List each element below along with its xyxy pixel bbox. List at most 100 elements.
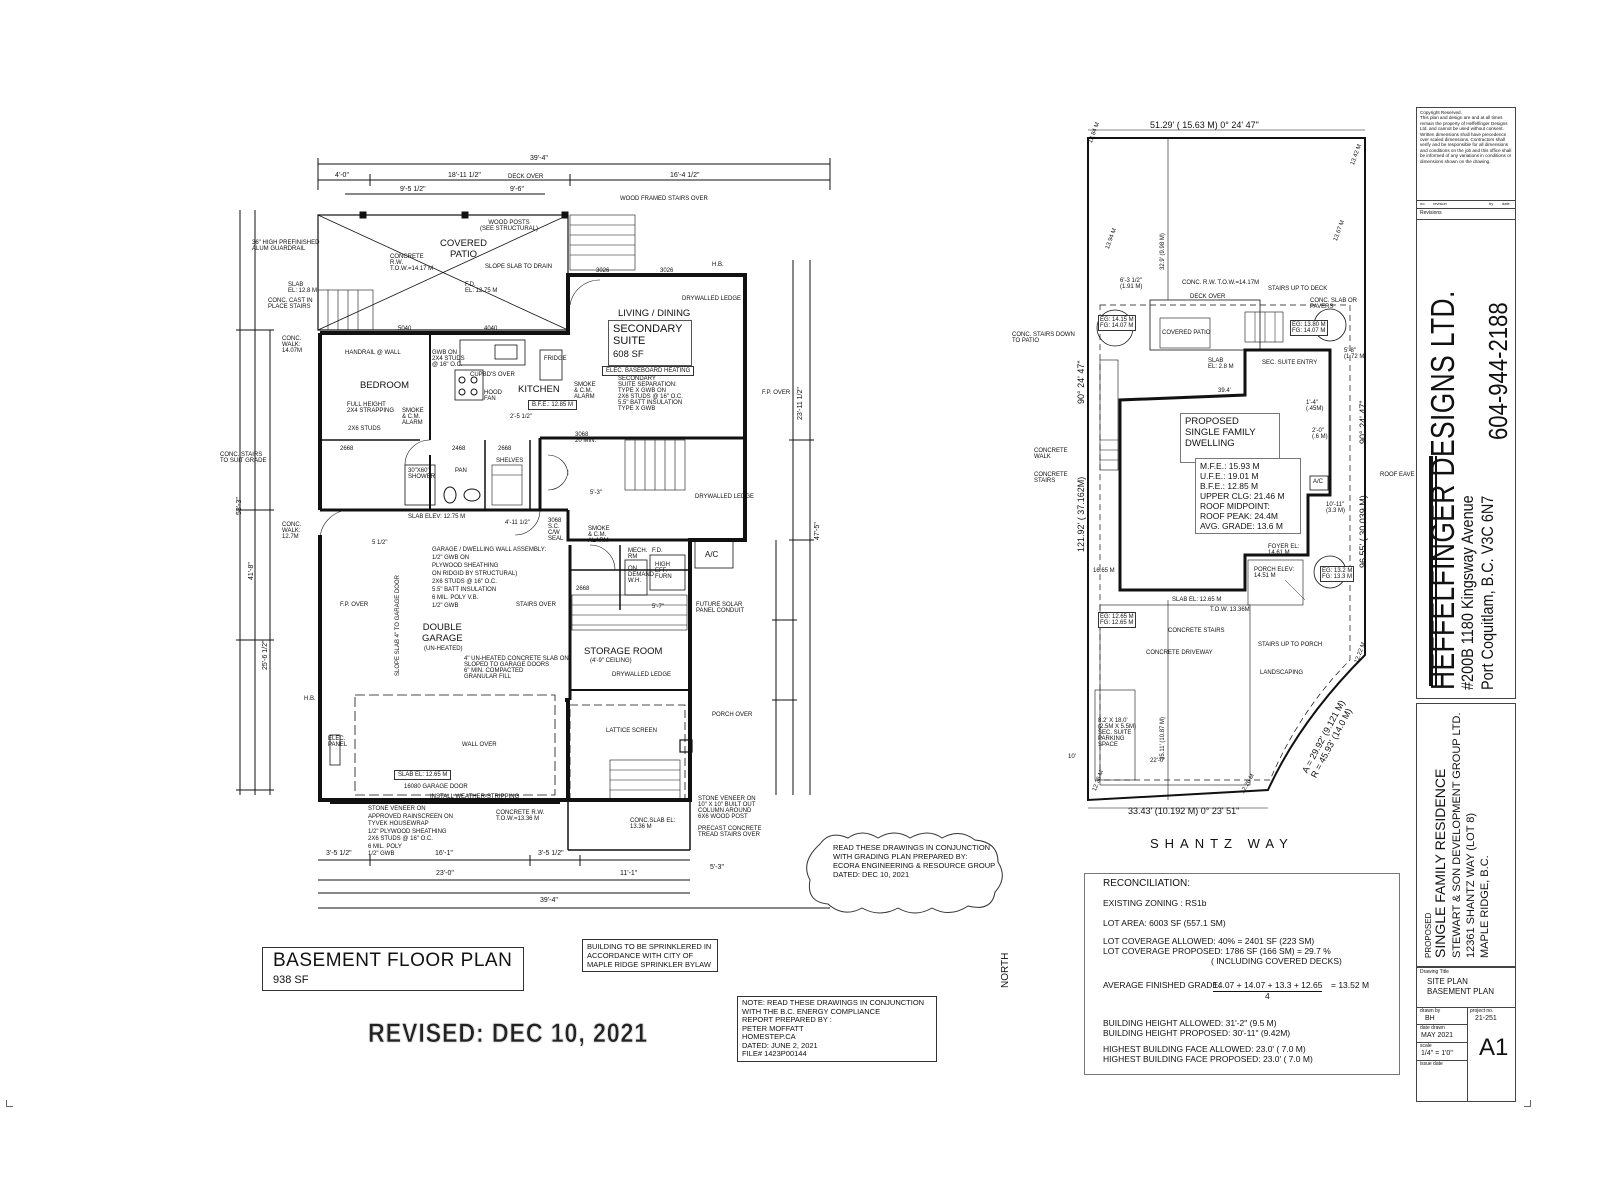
label-fp-over-right: F.P. OVER [762, 390, 791, 396]
recon-coverage-allowed: LOT COVERAGE ALLOWED: 40% = 2401 SF (223… [1103, 936, 1315, 946]
revised-stamp: REVISED: DEC 10, 2021 [368, 1018, 649, 1049]
label-unheated: (UN-HEATED) [424, 646, 463, 652]
door-5040: 5040 [398, 326, 412, 332]
site-sec-entry: SEC. SUITE ENTRY [1262, 360, 1318, 366]
label-handrail: HANDRAIL @ WALL [345, 350, 401, 356]
label-suite-separation: SECONDARY SUITE SEPARATION: TYPE X GWB O… [618, 376, 683, 412]
site-right-bearing: 90° 24' 47" [1358, 400, 1368, 444]
door-3026-right: 3026 [660, 268, 674, 274]
door-3026-left: 3026 [596, 268, 610, 274]
label-unheated-slab: 4" UN-HEATED CONCRETE SLAB ON SLOPED TO … [464, 656, 569, 680]
label-bfe: B.F.E.: 12.85 M [528, 400, 578, 410]
rev-no: no. [1420, 201, 1426, 206]
label-hose-bib-left: H.B. [304, 696, 316, 702]
grading-note: READ THESE DRAWINGS IN CONJUNCTION WITH … [833, 843, 996, 879]
label-drywalled-ledge-mid: DRYWALLED LEDGE [695, 494, 755, 500]
site-deck-over: DECK OVER [1190, 294, 1226, 300]
site-porch: PORCH ELEV: 14.51 M [1254, 567, 1295, 579]
scale-value: 1/4" = 1'0" [1421, 1050, 1453, 1057]
eg-bl: EG: 12.65 M FG: 12.65 M [1098, 612, 1136, 628]
label-stone-right: STONE VENEER ON 10" X 10" BUILT OUT COLU… [698, 796, 756, 820]
site-dim-20: 2'-0" (.6 M) [1312, 428, 1328, 440]
label-fp-over-left: F.P. OVER [340, 602, 369, 608]
dim-bot-b: 16'-1" [435, 850, 453, 857]
recon-zoning: EXISTING ZONING : RS1b [1103, 898, 1207, 908]
label-shelves: SHELVES [496, 458, 524, 464]
site-landscaping: LANDSCAPING [1260, 670, 1304, 676]
dim-top-a: 4'-0" [335, 172, 349, 179]
label-fd-small: F.D. [652, 548, 663, 554]
dim-overall-top: 39'-4" [530, 155, 548, 162]
plan-area: 938 SF [273, 974, 309, 986]
room-bedroom: BEDROOM [360, 380, 410, 391]
label-wood-stairs: WOOD FRAMED STAIRS OVER [620, 196, 708, 202]
site-foyer: FOYER EL: 14.61 M [1268, 544, 1300, 556]
plan-title-box: BASEMENT FLOOR PLAN 938 SF [262, 947, 524, 991]
reconciliation-box: RECONCILIATION: EXISTING ZONING : RS1b L… [1084, 873, 1400, 1075]
label-fridge: FRIDGE [544, 356, 567, 362]
label-smoke-garage: SMOKE & C.M. ALARM [588, 526, 610, 544]
copyright-text: Copyright Reserved. This plan and design… [1420, 110, 1512, 164]
room-ac: A/C [705, 550, 719, 559]
site-ac: A/C [1313, 479, 1324, 485]
recon-lot-area: LOT AREA: 6003 SF (557.1 SM) [1103, 918, 1226, 928]
scale-label: scale [1420, 1043, 1432, 1049]
dim-2-5: 2'-5 1/2" [510, 414, 532, 420]
label-deck-over: DECK OVER [508, 174, 544, 180]
dim-bot-c: 3'-5 1/2" [538, 850, 564, 857]
room-living-dining: LIVING / DINING [618, 308, 691, 319]
label-20-min-door: 3068 20 MIN. [575, 432, 597, 444]
site-left-dim: 121.92' ( 37.162M) [1076, 476, 1086, 552]
site-bottom-dim: 33.43' (10.192 M) 0° 23' 51" [1128, 806, 1240, 816]
label-concrete-rw: CONCRETE R.W. T.O.W.=14.17 M [390, 254, 434, 272]
project-no: 21-251 [1475, 1015, 1497, 1022]
recon-title: RECONCILIATION: [1103, 878, 1191, 889]
recon-face-allowed: HIGHEST BUILDING FACE ALLOWED: 23.0' ( 7… [1103, 1044, 1306, 1054]
project-address: 12361 SHANTZ WAY (LOT 8) [1465, 812, 1477, 958]
basement-floor-plan-drawing [236, 158, 831, 909]
proposed-dwelling: PROPOSED SINGLE FAMILY DWELLING [1180, 413, 1280, 463]
company-box [1416, 219, 1516, 699]
label-pan: PAN [455, 468, 467, 474]
label-smoke-kitchen: SMOKE & C.M. ALARM [574, 382, 596, 400]
room-covered-patio: COVERED PATIO [440, 238, 487, 260]
label-garage-door: 16080 GARAGE DOOR [404, 784, 468, 790]
door-2668-shelves: 2668 [498, 446, 512, 452]
site-setback-top: 32.9' (9.98 M) [1160, 233, 1166, 270]
door-2668-bedroom: 2668 [340, 446, 354, 452]
label-future-solar: FUTURE SOLAR PANEL CONDUIT [696, 602, 745, 614]
label-2x6-studs: 2X6 STUDS [348, 426, 381, 432]
door-2868: 2668 [576, 586, 590, 592]
site-dim-22: 22'-0" [1150, 758, 1166, 764]
dim-bot-f: 5'-3" [710, 864, 724, 871]
site-dim-1011: 10'-11" (3.3 M) [1326, 502, 1346, 514]
site-covered-patio: COVERED PATIO [1162, 330, 1211, 336]
issue-date-label: issue date [1420, 1061, 1443, 1067]
company-city: Port Coquitlam, B.C. V3C 6N7 [1478, 495, 1497, 690]
plan-title: BASEMENT FLOOR PLAN [273, 950, 513, 971]
label-conc-walk-top: CONC. WALK: 14.07M [282, 336, 303, 354]
label-garage-assembly: GARAGE / DWELLING WALL ASSEMBLY: 1/2" GW… [432, 547, 547, 609]
copyright-box: Copyright Reserved. This plan and design… [1416, 107, 1516, 221]
site-setback-bottom: 35.11' (10.87 M) [1160, 716, 1166, 760]
room-storage: STORAGE ROOM [584, 646, 663, 657]
label-slope-slab: SLOPE SLAB TO DRAIN [485, 264, 553, 270]
dim-overall-bottom: 39'-4" [540, 897, 558, 904]
site-dim-56: 5'-8" (1.72 M) [1344, 348, 1367, 360]
company-name: HEFFELFINGER DESIGNS LTD. [1424, 290, 1461, 690]
site-stairs-up-deck: STAIRS UP TO DECK [1268, 286, 1328, 292]
recon-grade-label: AVERAGE FINISHED GRADE: [1103, 980, 1221, 990]
drawn-by-label: drawn by [1420, 1008, 1441, 1014]
rev-by: by [1489, 201, 1494, 206]
dim-5-1: 5 1/2" [372, 540, 388, 546]
label-hose-bib-top: H.B. [712, 262, 724, 268]
el-1665: 16.65 M [1093, 568, 1115, 574]
room-secondary-area: 608 SF [613, 349, 644, 360]
label-guardrail: 36" HIGH PREFINISHED ALUM GUARDRAIL [252, 240, 320, 252]
dim-5-3-stair: 5'-3" [590, 490, 602, 496]
recon-grade-denominator: 4 [1265, 991, 1270, 1001]
label-weather-strip: INSTALL WEATHER-STRIPPING AROUND GARAGE … [430, 794, 520, 806]
project-name: SINGLE FAMILY RESIDENCE [1432, 768, 1448, 958]
drawn-by: BH [1425, 1015, 1435, 1022]
label-floor-drain: F.D. EL: 12.75 M [465, 282, 498, 294]
